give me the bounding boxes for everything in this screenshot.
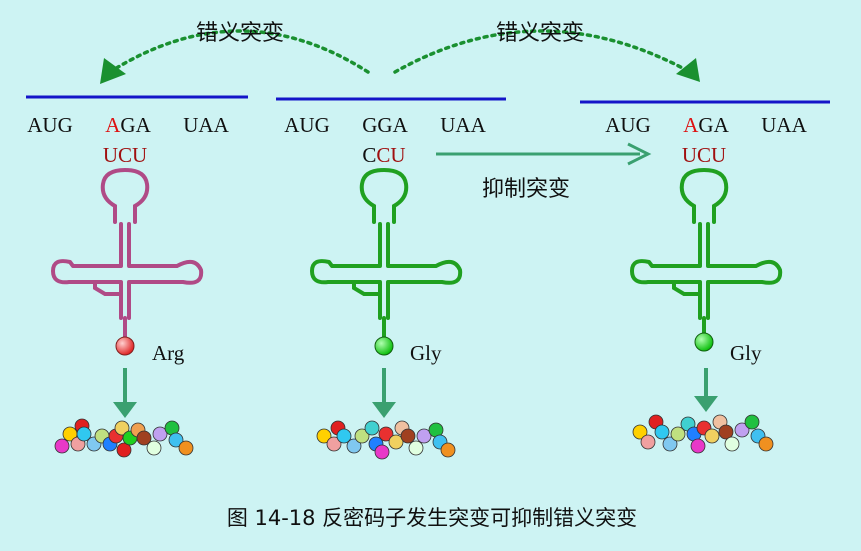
codon-3: UAA	[183, 113, 229, 137]
missense-label-right: 错义突变	[496, 21, 584, 46]
codon-3: UAA	[761, 113, 807, 137]
down-arrow-head	[113, 402, 137, 418]
missense-arrow-right	[393, 29, 700, 82]
codon-1: AUG	[27, 113, 73, 137]
anticodon: UCU	[103, 143, 147, 167]
amino-acid-label: Arg	[152, 341, 185, 365]
missense-label-left: 错义突变	[196, 21, 284, 46]
normal-trna	[310, 168, 463, 340]
polypeptide	[54, 418, 194, 458]
panel-middle: AUG GGA UAA CCU Gly	[284, 113, 487, 460]
down-arrow-head	[694, 396, 718, 412]
amino-acid-ball	[694, 332, 714, 352]
codon-1: AUG	[284, 113, 330, 137]
amino-acid-label: Gly	[410, 341, 442, 365]
suppressor-arrow	[436, 142, 652, 166]
missense-arrow-left	[100, 29, 370, 84]
mutant-trna	[51, 168, 204, 340]
codon-2: AGA	[683, 113, 729, 137]
polypeptide	[316, 420, 456, 460]
suppressor-trna	[630, 168, 783, 340]
codon-2: GGA	[362, 113, 408, 137]
amino-acid-label: Gly	[730, 341, 762, 365]
anticodon: CCU	[362, 143, 405, 167]
suppressor-label: 抑制突变	[482, 177, 570, 202]
codon-2: AGA	[105, 113, 151, 137]
figure-caption: 图 14-18 反密码子发生突变可抑制错义突变	[227, 506, 637, 530]
polypeptide	[632, 414, 774, 454]
codon-3: UAA	[440, 113, 486, 137]
codon-1: AUG	[605, 113, 651, 137]
panel-left: AUG AGA UAA UCU Arg	[27, 113, 230, 458]
mutated-base: A	[105, 113, 121, 137]
anticodon: UCU	[682, 143, 726, 167]
down-arrow-head	[372, 402, 396, 418]
mutated-base: A	[683, 113, 699, 137]
panel-right: AUG AGA UAA UCU Gly	[605, 113, 808, 454]
amino-acid-ball	[374, 336, 394, 356]
amino-acid-ball	[115, 336, 135, 356]
